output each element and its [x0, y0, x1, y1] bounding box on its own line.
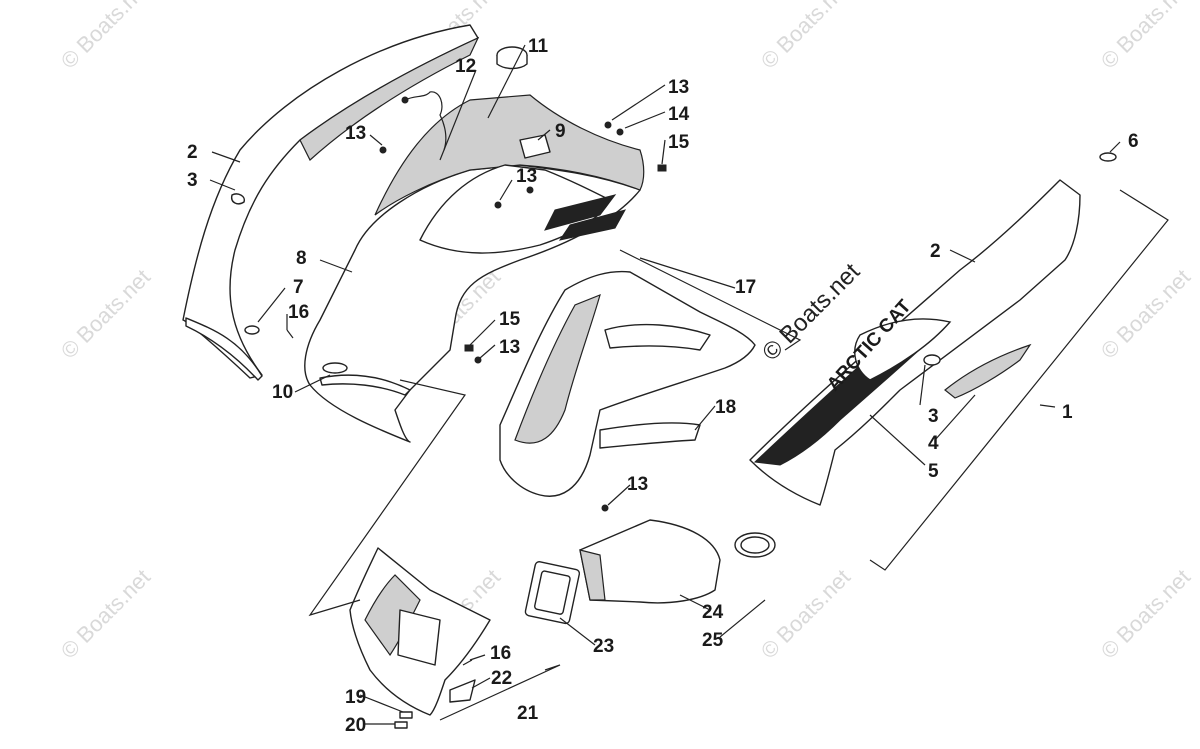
label-11[interactable]: 11 — [528, 36, 549, 57]
watermark-prominent: © Boats.net — [757, 258, 865, 366]
label-16[interactable]: 16 — [490, 643, 511, 664]
label-3[interactable]: 3 — [928, 406, 939, 427]
label-15[interactable]: 15 — [499, 309, 521, 330]
label-1[interactable]: 1 — [1062, 402, 1073, 423]
label-23[interactable]: 23 — [593, 636, 614, 657]
label-7[interactable]: 7 — [293, 277, 304, 298]
part-7-oval[interactable] — [244, 325, 260, 335]
inner-tub[interactable] — [499, 270, 756, 497]
label-16[interactable]: 16 — [288, 302, 309, 323]
front-hood[interactable] — [304, 94, 645, 443]
watermark: © Boats.net — [756, 564, 855, 663]
right-side-panel[interactable]: ARCTIC CAT — [749, 179, 1081, 506]
label-13[interactable]: 13 — [627, 474, 648, 495]
fasteners[interactable] — [286, 121, 667, 666]
part-23-gasket[interactable] — [524, 561, 581, 625]
label-25[interactable]: 25 — [702, 630, 724, 651]
label-14[interactable]: 14 — [668, 104, 690, 125]
lower-front-module[interactable] — [349, 547, 491, 716]
part-24-duct[interactable] — [579, 519, 721, 604]
label-13[interactable]: 13 — [668, 77, 689, 98]
leader-lines — [209, 44, 1121, 725]
label-8[interactable]: 8 — [296, 248, 307, 269]
label-21[interactable]: 21 — [517, 703, 539, 724]
part-12-wiring[interactable] — [401, 91, 447, 151]
label-17[interactable]: 17 — [735, 277, 756, 298]
label-13[interactable]: 13 — [516, 166, 537, 187]
label-10[interactable]: 10 — [272, 382, 293, 403]
label-12[interactable]: 12 — [455, 56, 476, 77]
part-labels: 1 2 2 3 3 4 5 6 7 8 9 10 11 12 13 13 13 … — [187, 36, 1139, 736]
label-20[interactable]: 20 — [345, 715, 366, 736]
label-22[interactable]: 22 — [491, 668, 512, 689]
watermark: © Boats.net — [56, 0, 155, 74]
part-11-cap[interactable] — [496, 46, 528, 70]
label-15[interactable]: 15 — [668, 132, 690, 153]
watermark: © Boats.net — [1096, 0, 1195, 74]
label-6[interactable]: 6 — [1128, 131, 1139, 152]
label-3[interactable]: 3 — [187, 170, 198, 191]
part-25-clamp[interactable] — [734, 532, 776, 558]
watermark: © Boats.net — [1096, 564, 1195, 663]
label-19[interactable]: 19 — [345, 687, 366, 708]
label-13[interactable]: 13 — [345, 123, 366, 144]
part-22-decal[interactable] — [449, 679, 476, 703]
watermark: © Boats.net — [756, 0, 855, 74]
part-9-console[interactable] — [519, 134, 551, 159]
label-24[interactable]: 24 — [702, 602, 724, 623]
label-4[interactable]: 4 — [928, 433, 939, 454]
group-brackets — [308, 189, 1169, 721]
part-6-fastener[interactable] — [1099, 152, 1117, 162]
watermark: © Boats.net — [1096, 264, 1195, 363]
left-side-panel[interactable] — [182, 24, 480, 381]
label-2[interactable]: 2 — [930, 241, 941, 262]
watermark: © Boats.net — [56, 564, 155, 663]
label-13[interactable]: 13 — [499, 337, 520, 358]
watermark: © Boats.net — [56, 264, 155, 363]
part-19-20[interactable] — [394, 711, 413, 729]
label-9[interactable]: 9 — [555, 121, 566, 142]
label-2[interactable]: 2 — [187, 142, 198, 163]
label-5[interactable]: 5 — [928, 461, 939, 482]
label-18[interactable]: 18 — [715, 397, 736, 418]
